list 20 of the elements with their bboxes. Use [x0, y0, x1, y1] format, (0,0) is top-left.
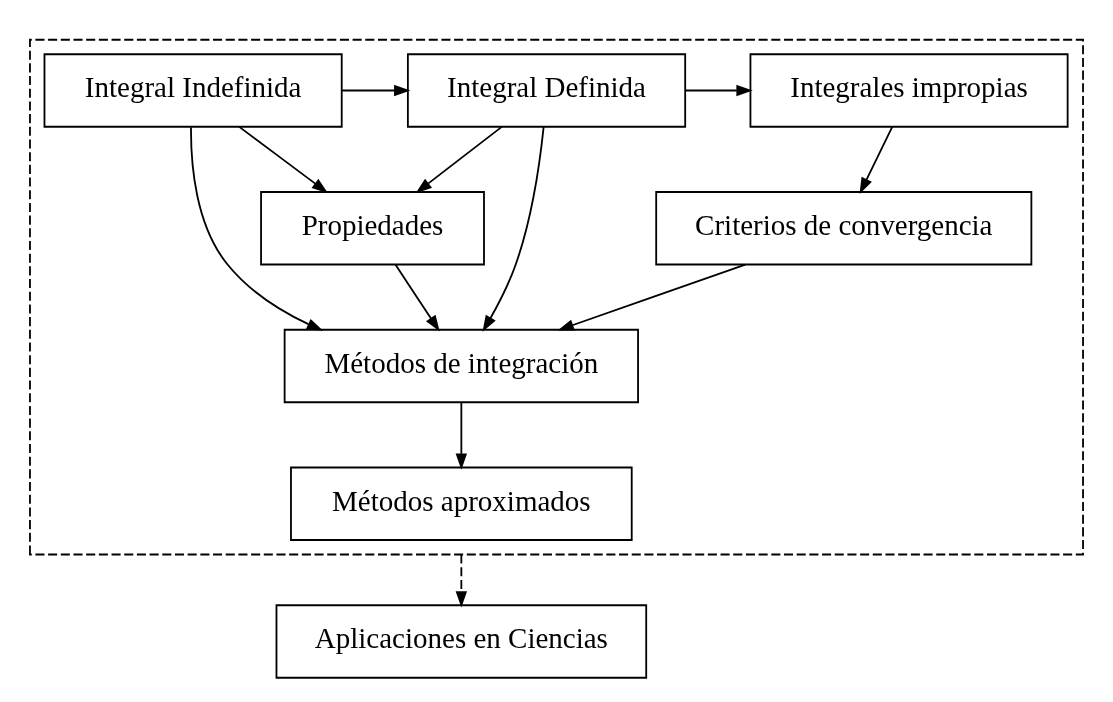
node-box: Integrales impropias	[749, 52, 1069, 128]
arrow	[455, 400, 468, 470]
node-box: Propiedades	[260, 190, 485, 265]
node-box: Integral Indefinida	[43, 52, 343, 128]
arrow	[859, 125, 894, 194]
node-box: Integral Definida	[406, 52, 687, 128]
arrow	[557, 263, 747, 330]
arrow	[394, 263, 440, 332]
arrow	[341, 84, 411, 96]
arrow	[190, 125, 324, 331]
arrow	[482, 125, 545, 332]
arrow	[684, 84, 753, 96]
node-box: Aplicaciones en Ciencias	[275, 603, 648, 679]
cluster	[29, 38, 1084, 555]
arrow	[238, 125, 329, 193]
node-box: Criterios de convergencia	[655, 190, 1033, 265]
arrow	[415, 125, 503, 193]
node-box: Métodos aproximados	[290, 466, 633, 541]
arrow	[455, 553, 468, 608]
node-box: Métodos de integración	[283, 328, 639, 403]
